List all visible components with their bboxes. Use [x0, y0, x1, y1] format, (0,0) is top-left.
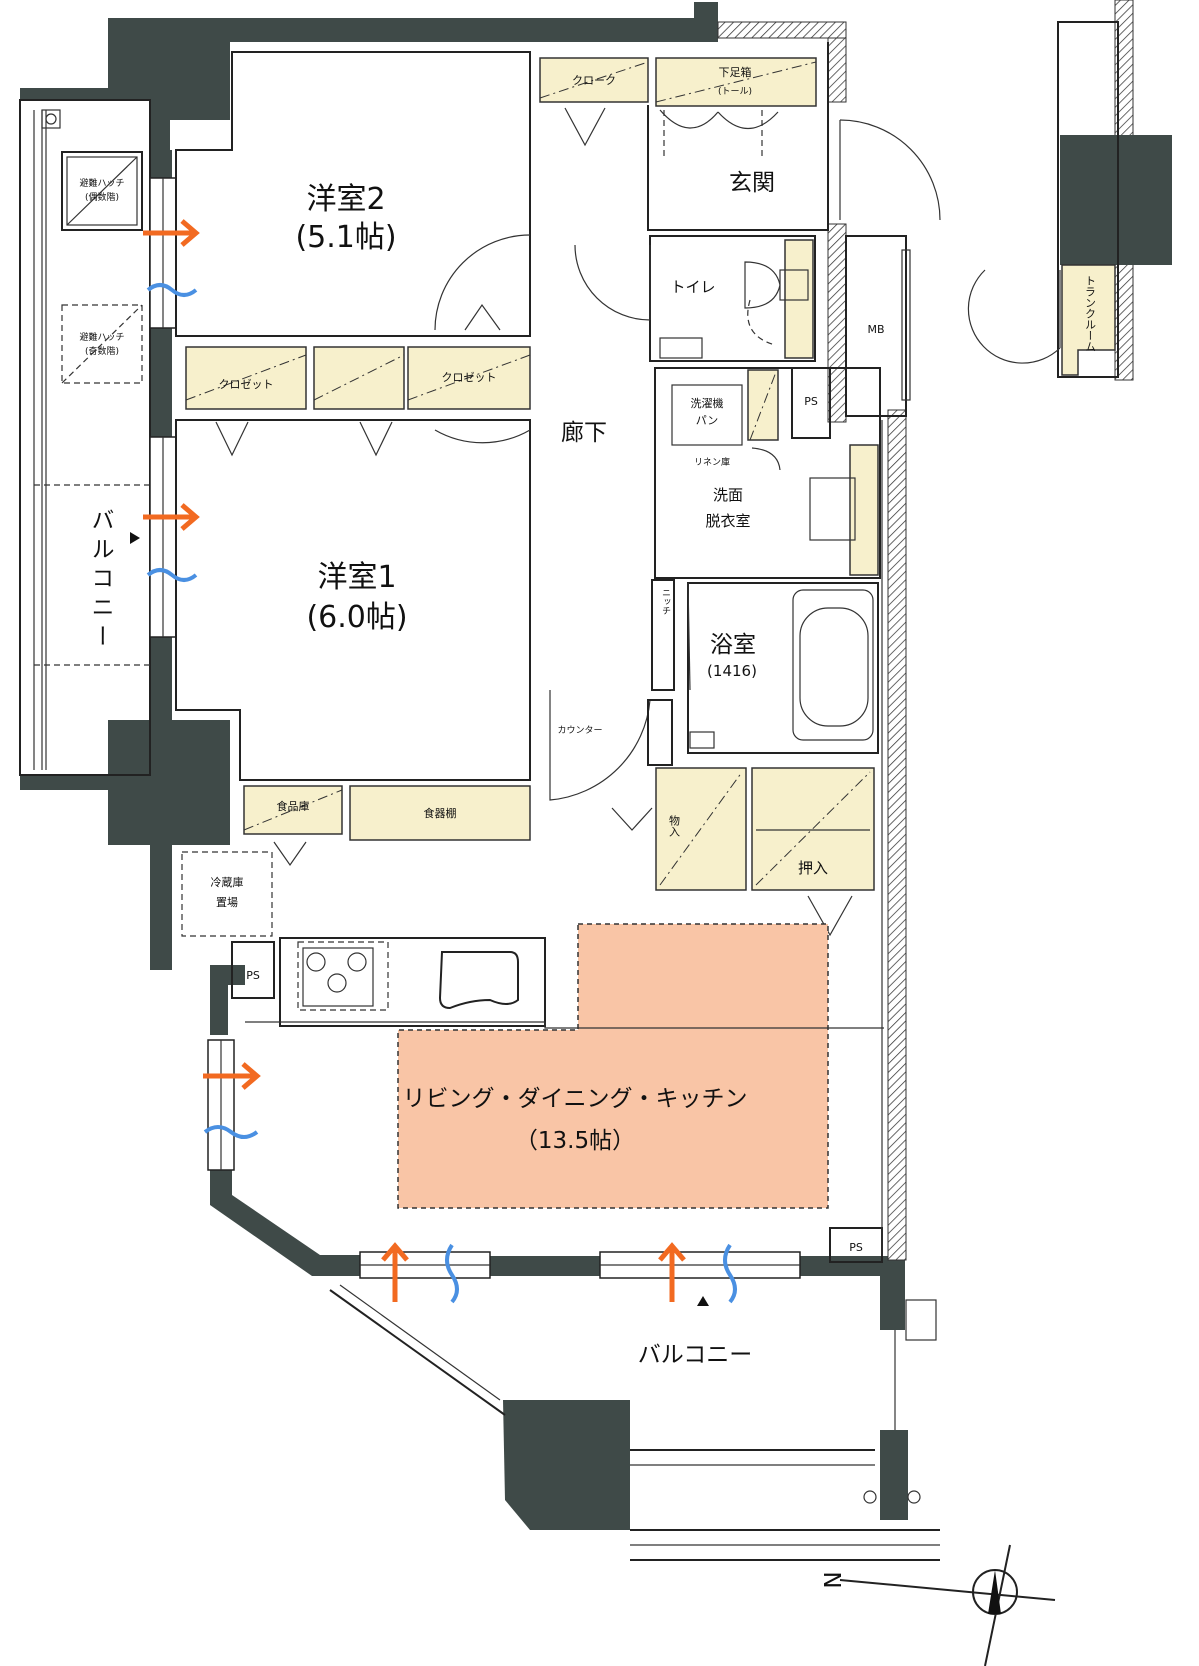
- arrow-ldk-south-1: [381, 1242, 459, 1304]
- room-western2-name: 洋室2: [306, 182, 385, 217]
- room-western1-size: (6.0帖): [306, 600, 407, 635]
- label-closet-b: クロゼット: [442, 371, 497, 384]
- label-washer-line1: 洗濯機: [691, 396, 724, 410]
- label-shoe-box-sub: (トール): [718, 87, 752, 97]
- label-dish-shelf: 食器棚: [424, 806, 457, 820]
- label-washer-line2: パン: [696, 414, 719, 427]
- label-counter: カウンター: [557, 725, 602, 736]
- trunk-room-annex: [967, 0, 1172, 381]
- room-bath-name: 浴室: [710, 632, 756, 658]
- label-closet-a: クロゼット: [219, 378, 274, 391]
- label-linen: リネン庫: [694, 456, 730, 468]
- room-corridor: 廊下: [561, 420, 607, 446]
- label-storage-small: 物入: [668, 814, 681, 837]
- label-hatch-even: 避難ハッチ: [79, 177, 124, 189]
- label-ps-kitchen: PS: [246, 969, 260, 982]
- interior-partitions: [175, 42, 941, 1263]
- arrow-ldk-west: [203, 1062, 261, 1139]
- exterior-walls: [20, 2, 908, 1530]
- label-mb: MB: [867, 323, 884, 336]
- label-storage-closet: 押入: [798, 859, 828, 877]
- room-washroom-line1: 洗面: [713, 486, 743, 504]
- label-hatch-even-sub: (偶数階): [85, 191, 119, 203]
- room-western2-size: (5.1帖): [295, 220, 396, 255]
- room-ldk-size: （13.5帖）: [515, 1128, 635, 1154]
- west-windows: [149, 177, 235, 1171]
- room-western1-name: 洋室1: [317, 560, 396, 595]
- ventilation-indicators: [130, 219, 737, 1306]
- label-niche: ニッチ: [660, 588, 671, 615]
- label-ps-wash: PS: [804, 395, 818, 408]
- label-ps-ldk: PS: [849, 1241, 863, 1254]
- room-trunk: トランクルーム: [1084, 275, 1097, 352]
- room-toilet: トイレ: [670, 278, 715, 296]
- label-hatch-odd-sub: (奇数階): [85, 345, 119, 357]
- room-ldk-name: リビング・ダイニング・キッチン: [403, 1086, 748, 1112]
- label-hatch-odd: 避難ハッチ: [79, 331, 124, 343]
- room-balcony-south: バルコニー: [638, 1342, 753, 1368]
- label-pantry: 食品庫: [277, 799, 310, 813]
- south-windows: [359, 1251, 801, 1279]
- south-balcony: [329, 1284, 940, 1561]
- labels: 洋室2 (5.1帖) 洋室1 (6.0帖) リビング・ダイニング・キッチン （1…: [79, 65, 1096, 1589]
- label-cloak: クローク: [572, 74, 616, 87]
- arrow-room1: [143, 503, 200, 582]
- room-entrance: 玄関: [729, 170, 775, 196]
- room-bath-size: (1416): [707, 662, 757, 680]
- label-fridge-line2: 置場: [216, 896, 238, 909]
- room-balcony-west: バルコニー: [87, 508, 114, 653]
- north-compass: [839, 1544, 1056, 1666]
- label-fridge-line1: 冷蔵庫: [211, 875, 244, 889]
- arrow-ldk-south-2: [658, 1242, 737, 1304]
- label-shoe-box: 下足箱: [719, 65, 752, 79]
- room-washroom-line2: 脱衣室: [705, 512, 750, 530]
- arrow-room2: [143, 219, 200, 297]
- label-north: N: [818, 1571, 844, 1588]
